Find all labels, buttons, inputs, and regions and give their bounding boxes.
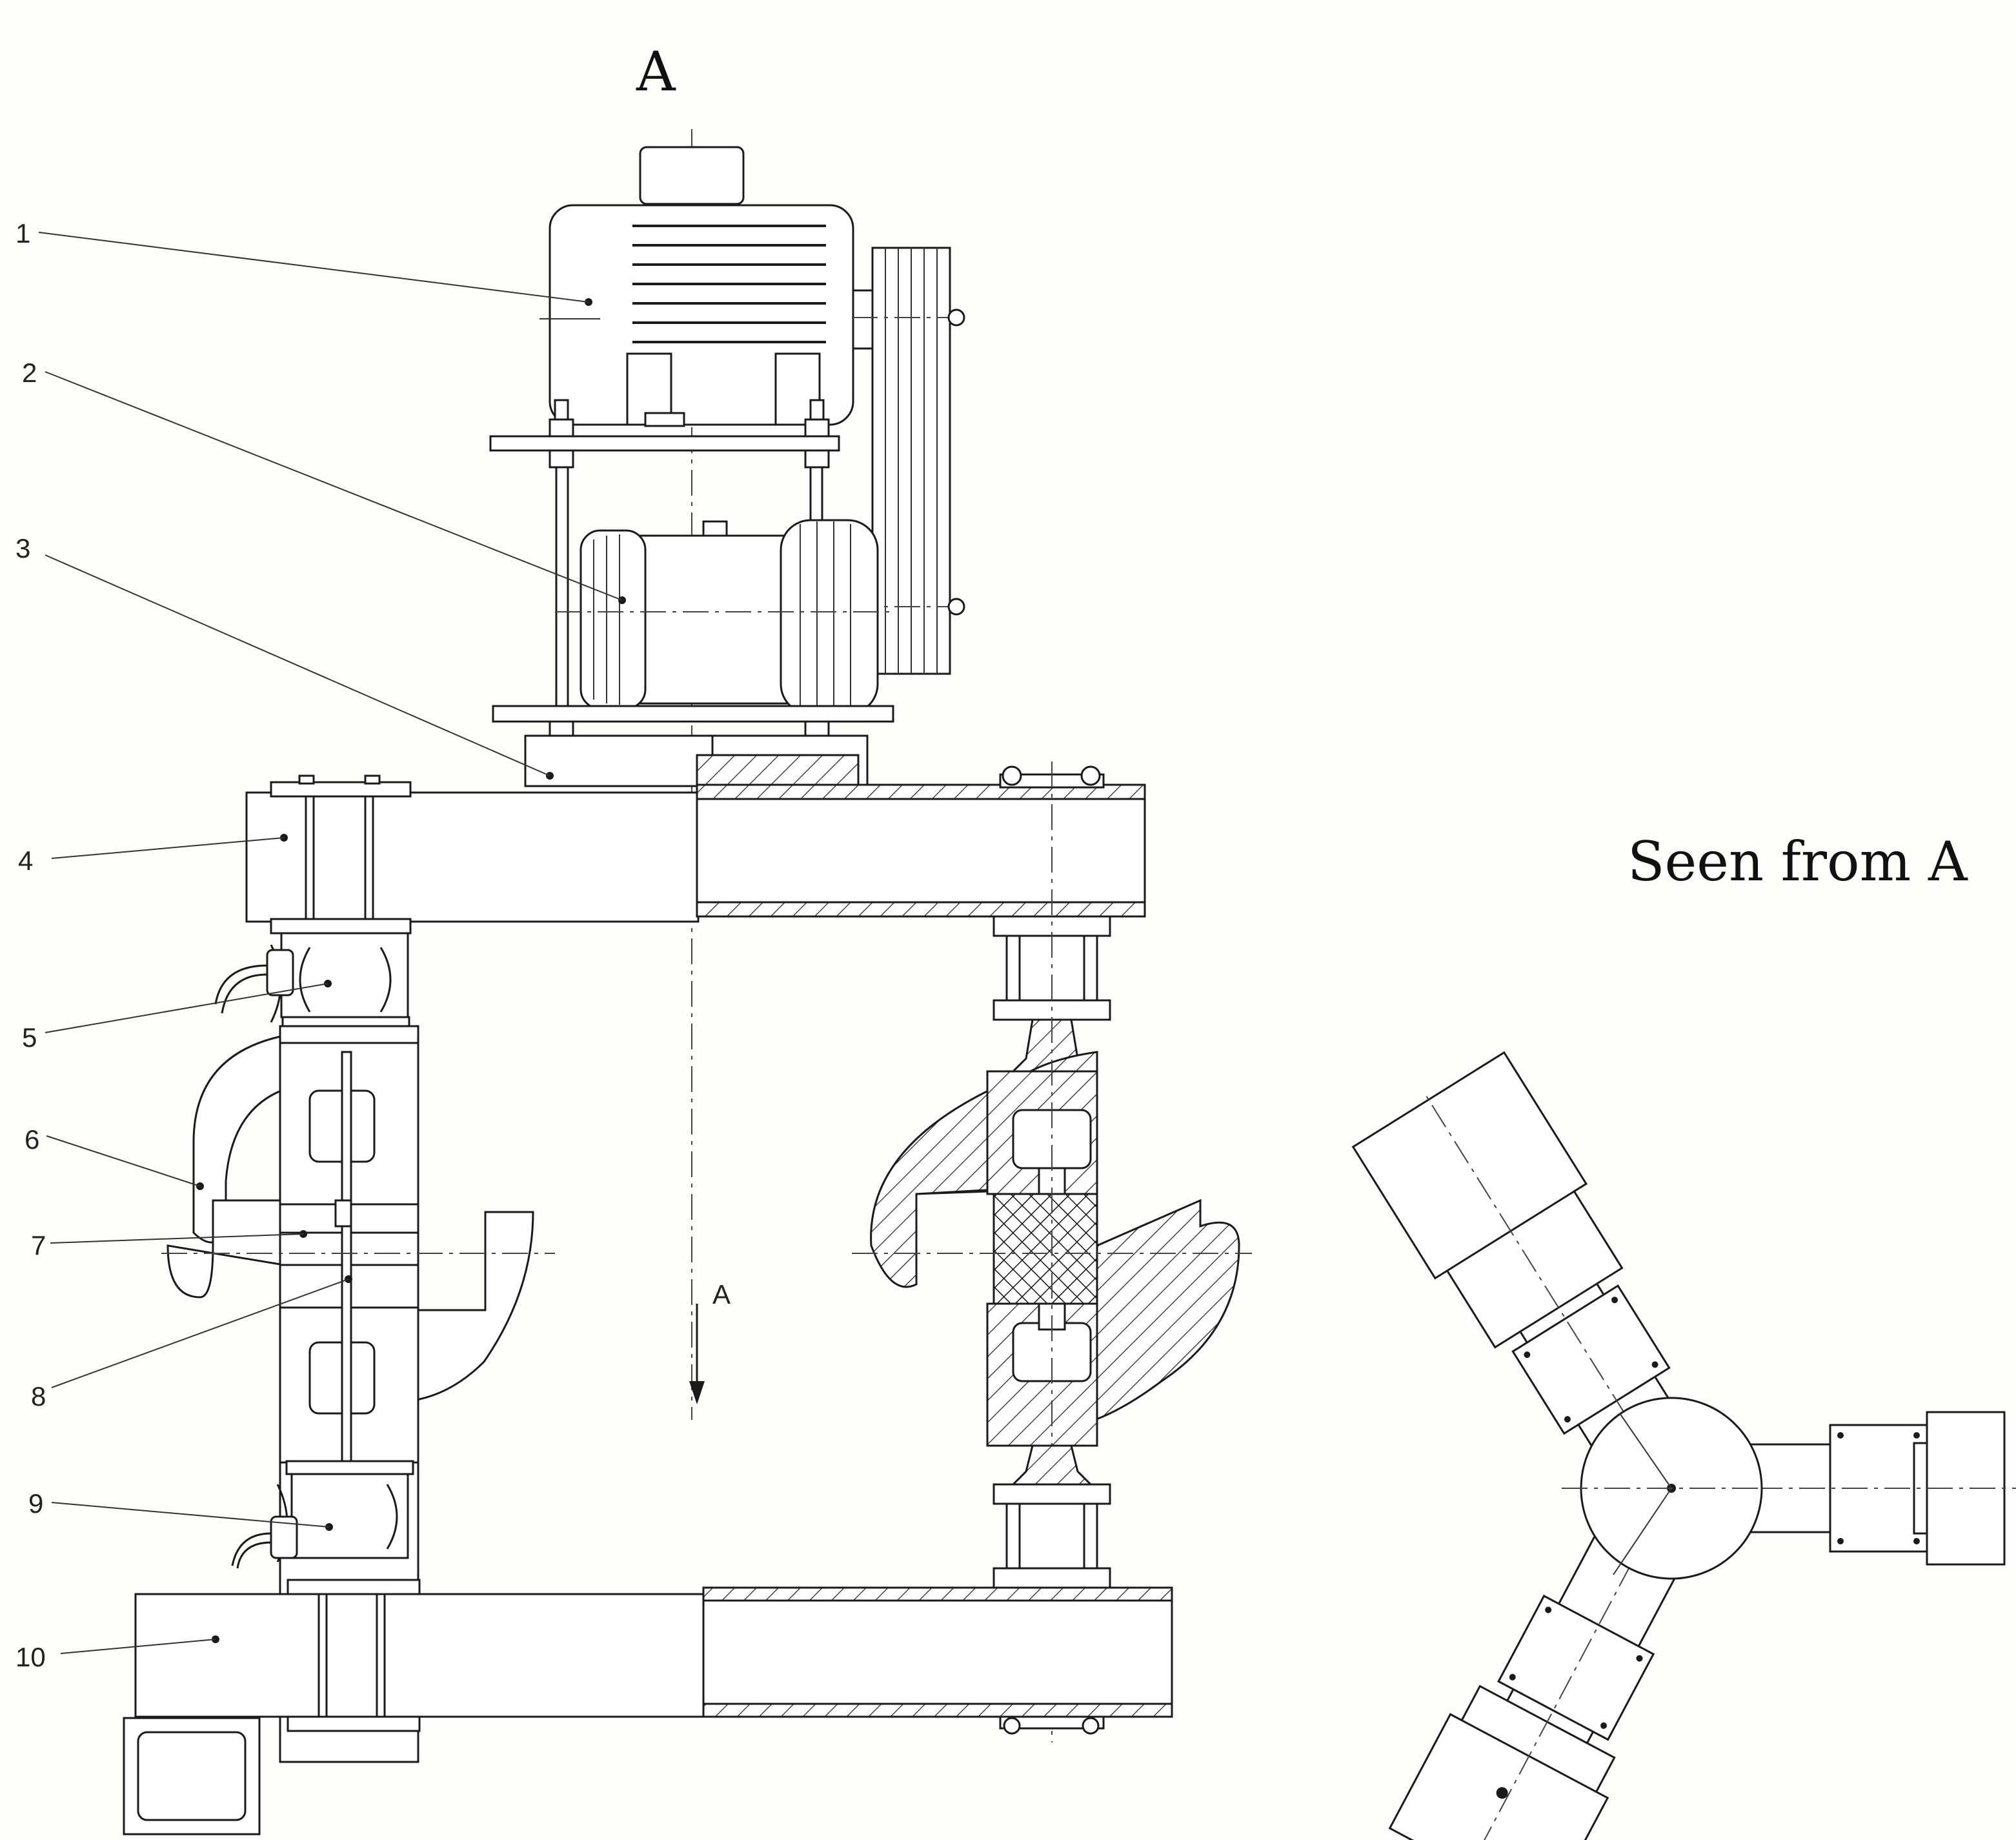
part-label-5: 5: [22, 1022, 37, 1053]
upper-arm: [245, 765, 1146, 935]
pedestal: [524, 734, 869, 790]
right-lower-joint: [993, 1444, 1111, 1589]
lower-mounting-plate: [492, 705, 894, 754]
leader-lines: [38, 232, 623, 1654]
right-sample-holder: [852, 762, 1252, 1743]
part-label-1: 1: [15, 218, 30, 248]
part-label-6: 6: [25, 1124, 39, 1155]
part-label-10: 10: [15, 1642, 46, 1672]
top-view: Seen from A: [1351, 830, 2016, 1840]
part-label-3: 3: [15, 533, 30, 563]
base-channel: [123, 1717, 261, 1835]
top-view-arm-right: [1671, 1411, 2016, 1566]
lower-bearing-housing: [231, 1460, 414, 1569]
side-view: 1 2 3 4 5 6 7 8 9 10 A A: [15, 40, 1252, 1835]
gearbox: [555, 519, 891, 715]
view-from-a-title: Seen from A: [1628, 830, 1968, 893]
belt-pulley: [852, 247, 968, 675]
part-label-8: 8: [31, 1381, 46, 1411]
direction-label-a: A: [712, 1279, 731, 1309]
upper-bearing-housing: [214, 932, 410, 1031]
part-label-9: 9: [28, 1488, 43, 1519]
view-label-a: A: [636, 40, 676, 103]
lower-arm: [134, 1579, 1173, 1735]
motor-cooling-fins: [632, 225, 826, 343]
motor: [539, 146, 854, 426]
view-direction-arrow: [689, 1304, 705, 1404]
part-number-labels: 1 2 3 4 5 6 7 8 9 10: [15, 218, 46, 1672]
part-label-4: 4: [18, 845, 33, 876]
part-label-2: 2: [22, 358, 37, 388]
part-label-7: 7: [31, 1230, 46, 1260]
